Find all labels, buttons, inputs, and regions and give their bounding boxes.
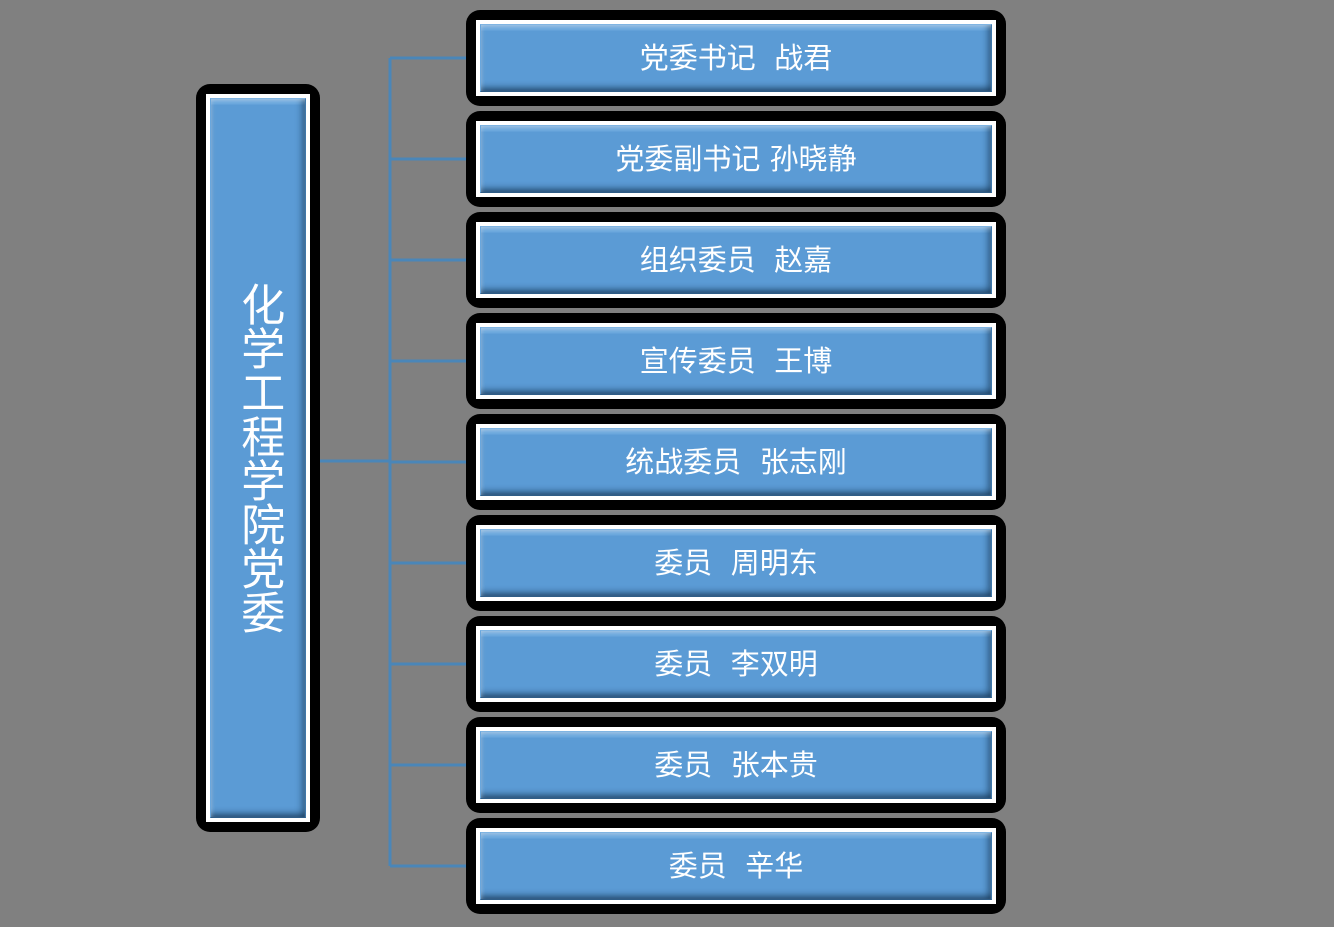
root-node-white-frame: 化学工程学院党委 <box>206 94 310 822</box>
member-node-label: 党委副书记 孙晓静 <box>615 141 857 176</box>
member-node-white-frame: 委员 张本贵 <box>476 727 996 803</box>
member-node-label: 宣传委员 王博 <box>639 343 833 378</box>
member-node-white-frame: 委员 李双明 <box>476 626 996 702</box>
member-node-label: 统战委员 张志刚 <box>625 444 847 479</box>
member-node[interactable]: 委员 李双明 <box>466 616 1006 712</box>
member-node-white-frame: 宣传委员 王博 <box>476 323 996 399</box>
member-node-white-frame: 委员 辛华 <box>476 828 996 904</box>
member-node-label: 委员 张本贵 <box>654 747 818 782</box>
member-node-label: 委员 李双明 <box>654 646 818 681</box>
member-node-inner: 党委书记 战君 <box>480 24 992 92</box>
root-node-inner: 化学工程学院党委 <box>210 98 306 818</box>
root-node-label: 化学工程学院党委 <box>233 282 285 634</box>
member-node-inner: 委员 周明东 <box>480 529 992 597</box>
root-node-party-committee[interactable]: 化学工程学院党委 <box>196 84 320 832</box>
member-node-inner: 委员 李双明 <box>480 630 992 698</box>
member-node-inner: 党委副书记 孙晓静 <box>480 125 992 193</box>
member-node[interactable]: 统战委员 张志刚 <box>466 414 1006 510</box>
member-node-label: 组织委员 赵嘉 <box>639 242 833 277</box>
member-node-white-frame: 党委副书记 孙晓静 <box>476 121 996 197</box>
member-node-inner: 宣传委员 王博 <box>480 327 992 395</box>
member-node-inner: 统战委员 张志刚 <box>480 428 992 496</box>
member-node-inner: 委员 辛华 <box>480 832 992 900</box>
member-node-label: 党委书记 战君 <box>639 40 833 75</box>
member-node[interactable]: 党委书记 战君 <box>466 10 1006 106</box>
member-node-white-frame: 组织委员 赵嘉 <box>476 222 996 298</box>
member-node[interactable]: 党委副书记 孙晓静 <box>466 111 1006 207</box>
member-node-label: 委员 周明东 <box>654 545 818 580</box>
member-node[interactable]: 宣传委员 王博 <box>466 313 1006 409</box>
member-node[interactable]: 委员 张本贵 <box>466 717 1006 813</box>
member-node-white-frame: 党委书记 战君 <box>476 20 996 96</box>
member-node[interactable]: 委员 周明东 <box>466 515 1006 611</box>
member-node-white-frame: 统战委员 张志刚 <box>476 424 996 500</box>
member-node-label: 委员 辛华 <box>668 848 804 883</box>
member-node-white-frame: 委员 周明东 <box>476 525 996 601</box>
member-node[interactable]: 委员 辛华 <box>466 818 1006 914</box>
member-node-inner: 组织委员 赵嘉 <box>480 226 992 294</box>
member-node[interactable]: 组织委员 赵嘉 <box>466 212 1006 308</box>
member-node-inner: 委员 张本贵 <box>480 731 992 799</box>
